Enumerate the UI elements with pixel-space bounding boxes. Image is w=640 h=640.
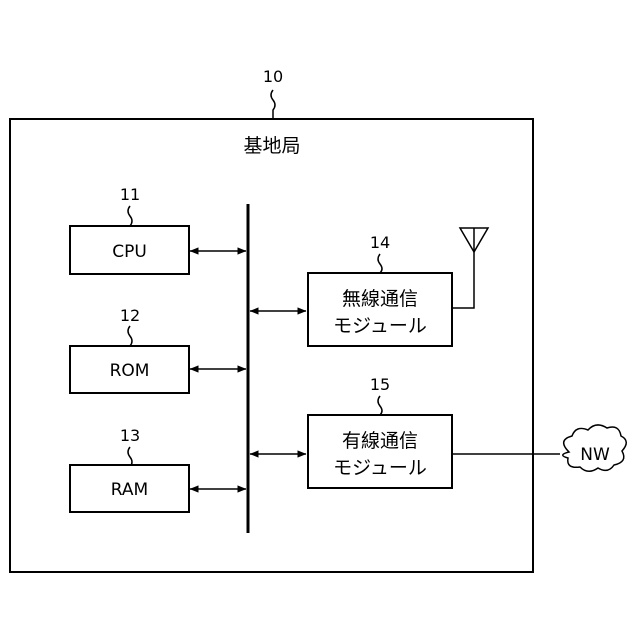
ref-14: 14: [370, 233, 390, 252]
rom-label: ROM: [110, 361, 150, 381]
ref-10-leader: [271, 90, 275, 119]
base-station-title: 基地局: [243, 135, 300, 157]
ref-15: 15: [370, 375, 390, 394]
ref-11: 11: [120, 185, 140, 204]
wireless-module-line1: 無線通信: [342, 288, 418, 310]
wired-module-line1: 有線通信: [342, 430, 418, 452]
ref-10: 10: [263, 67, 283, 86]
cpu-label: CPU: [112, 242, 147, 262]
network-label: NW: [580, 445, 610, 465]
ref-13: 13: [120, 426, 140, 445]
ref-12: 12: [120, 306, 140, 325]
ram-label: RAM: [111, 480, 148, 500]
wireless-module-line2: モジュール: [333, 315, 427, 337]
wired-module-line2: モジュール: [333, 457, 427, 479]
